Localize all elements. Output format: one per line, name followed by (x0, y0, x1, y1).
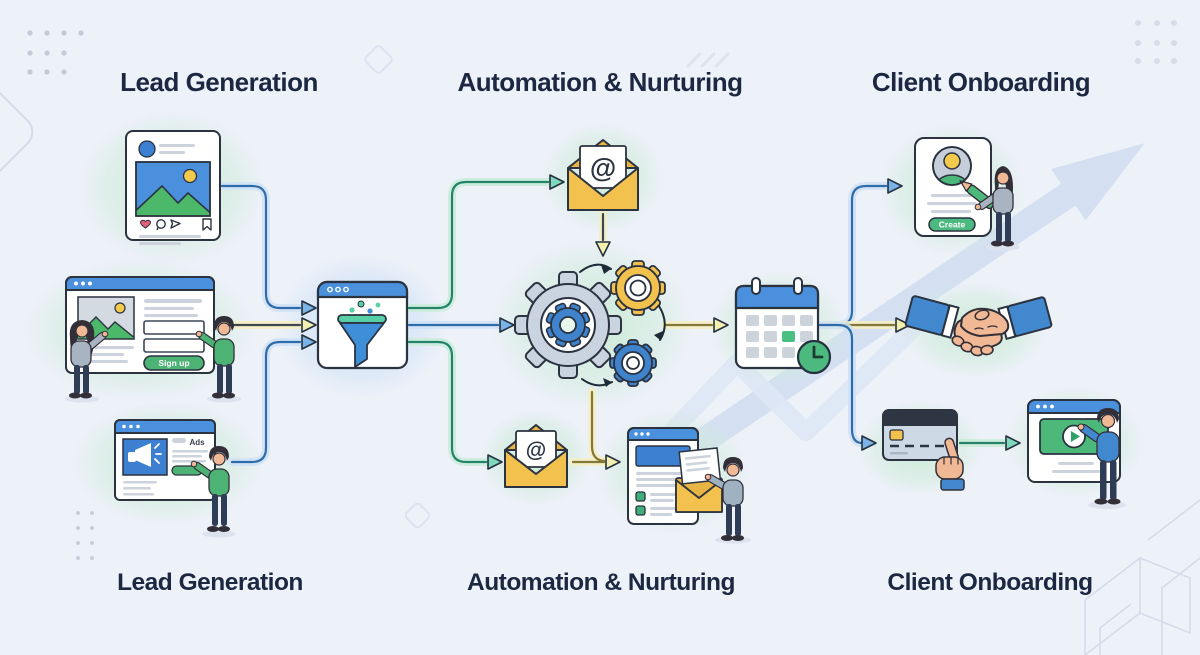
arrow-ads-to-funnel (230, 340, 302, 464)
megaphone-icon (128, 443, 162, 467)
comment-icon (156, 219, 166, 231)
credit-card-icon (882, 409, 958, 461)
ads-label: Ads (189, 438, 205, 447)
browser-titlebar (627, 427, 699, 441)
person-woman-landing (65, 320, 109, 403)
arrow-gears-to-newsletter (590, 390, 606, 463)
lead-funnel-window (316, 280, 409, 370)
newsletter-window (627, 427, 723, 525)
image-icon (135, 161, 211, 217)
cube-wireframe (1084, 499, 1200, 655)
selected-date (782, 331, 795, 342)
video-player-window (1027, 399, 1121, 483)
header-automation-nurturing: Automation & Nurturing (457, 67, 742, 97)
avatar-icon (138, 140, 156, 158)
gear-icon (609, 339, 657, 387)
person-man-ads (190, 446, 236, 538)
funnel-icon (337, 300, 387, 368)
automation-gears (514, 260, 666, 387)
dots-grid-top-right (1135, 20, 1177, 64)
diamond-outline (364, 45, 431, 529)
gear-icon (610, 260, 666, 316)
dots-grid-top-left (27, 30, 84, 75)
credit-card-node (882, 409, 965, 491)
avatar-icon (932, 146, 972, 186)
social-post-card (125, 130, 221, 245)
share-icon (170, 219, 181, 229)
footer-client-onboarding: Client Onboarding (887, 569, 1092, 596)
heart-icon (139, 219, 152, 229)
signup-button (143, 355, 205, 371)
profile-card: Create (914, 137, 992, 237)
browser-titlebar (1027, 399, 1121, 414)
footer-automation-nurturing: Automation & Nurturing (467, 569, 735, 596)
person-woman-profile (959, 166, 1020, 251)
arrow-social-to-funnel (220, 184, 302, 310)
at-symbol: @ (590, 153, 616, 183)
browser-titlebar (316, 280, 409, 299)
slashes-decoration (686, 52, 730, 68)
create-button-label: Create (939, 220, 966, 230)
calendar-node (734, 277, 832, 375)
zigzag-watermark (643, 321, 921, 461)
email-envelope-bottom: @ (504, 424, 568, 488)
input-field (143, 338, 205, 353)
checkbox-icon (635, 491, 646, 502)
browser-titlebar (114, 419, 216, 434)
header-lead-generation: Lead Generation (120, 67, 318, 97)
header-client-onboarding: Client Onboarding (872, 67, 1090, 97)
connectors (218, 174, 1021, 470)
ads-page-window: Ads (114, 419, 216, 501)
person-man-video (1077, 408, 1126, 509)
person-man-newsletter (704, 457, 751, 544)
arrow-funnel-to-email (407, 180, 550, 310)
checkbox-icon (635, 505, 646, 516)
at-symbol: @ (526, 439, 546, 462)
dots-grid-bottom-left (76, 511, 94, 560)
gear-icon (514, 271, 622, 379)
create-button (928, 217, 976, 232)
person-man-landing (195, 316, 241, 403)
arrow-funnel-to-email2 (407, 340, 488, 464)
footer-lead-generation: Lead Generation (117, 569, 303, 596)
clock-icon (796, 339, 832, 375)
image-icon (77, 296, 135, 340)
corner-outline (0, 86, 34, 178)
input-field (143, 320, 205, 335)
bookmark-icon (202, 218, 212, 231)
arrow-calendar-to-payment (816, 323, 864, 445)
signup-button-label: Sign up (158, 358, 189, 368)
play-icon (1062, 424, 1086, 449)
envelope-icon (675, 447, 723, 513)
browser-titlebar (65, 276, 215, 291)
handshake-icon (904, 295, 1053, 357)
email-envelope-top: @ (567, 139, 639, 211)
cursor-hand-icon (935, 437, 965, 491)
